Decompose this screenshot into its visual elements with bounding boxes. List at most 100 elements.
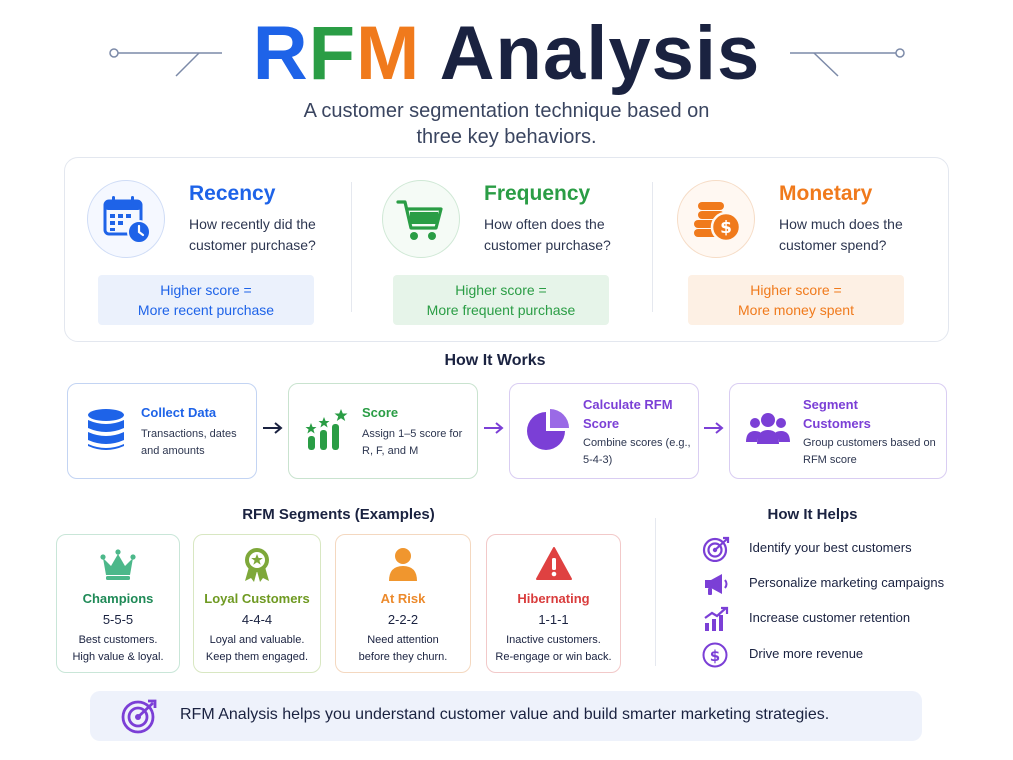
summary-banner: RFM Analysis helps you understand custom… (90, 691, 922, 741)
title-letter-m: M (356, 11, 421, 96)
benefit-text: Identify your best customers (749, 540, 912, 555)
monetary-icon-circle: $ (677, 180, 755, 258)
segment-description-line-2: before they churn. (358, 651, 448, 663)
segment-description-line-1: Loyal and valuable. (209, 634, 305, 646)
frequency-score-line-2: More frequent purchase (426, 302, 576, 318)
frequency-icon-circle (382, 180, 460, 258)
rfm-dimensions-panel: Recency How recently did the customer pu… (64, 157, 949, 342)
segment-card-loyal-customers: Loyal Customers 4-4-4 Loyal and valuable… (193, 534, 321, 673)
benefit-text: Drive more revenue (749, 646, 864, 661)
frequency-card: Frequency How often does the customer pu… (360, 158, 655, 343)
segment-description-line-2: Re-engage or win back. (495, 651, 612, 663)
recency-score-note: Higher score = More recent purchase (98, 275, 314, 325)
decorative-line-right (790, 48, 905, 77)
step-description: Combine scores (e.g., 5-4-3) (583, 437, 691, 466)
how-it-works-heading: How It Works (444, 352, 546, 369)
rfm-segments-heading: RFM Segments (Examples) (242, 506, 435, 523)
step-title: Segment Customers (803, 397, 871, 431)
segment-description-line-1: Inactive customers. (506, 634, 601, 646)
coins-dollar-icon: $ (694, 202, 742, 243)
segment-code: 5-5-5 (102, 612, 134, 627)
segment-code: 1-1-1 (538, 612, 569, 627)
segment-description: Best customers. High value & loyal. (57, 632, 179, 666)
dollar-circle-icon: $ (702, 642, 728, 668)
step-segment-customers: Segment Customers Group customers based … (729, 383, 947, 479)
subtitle-line-2: three key behaviors. (416, 126, 597, 148)
segment-name: Champions (82, 591, 154, 606)
recency-card: Recency How recently did the customer pu… (65, 158, 360, 343)
step-title: Calculate RFM Score (583, 397, 673, 431)
shopping-cart-icon (396, 200, 443, 240)
person-icon (389, 548, 417, 581)
crown-icon (100, 549, 136, 580)
segment-description-line-1: Need attention (367, 634, 439, 646)
segment-card-champions: Champions 5-5-5 Best customers. High val… (56, 534, 180, 673)
calendar-clock-icon (103, 196, 151, 244)
segment-name: Hibernating (517, 591, 590, 606)
title-letter-f: F (308, 11, 357, 96)
growth-chart-icon (704, 606, 729, 631)
monetary-score-note: Higher score = More money spent (688, 275, 904, 325)
database-icon (88, 409, 124, 450)
svg-text:$: $ (720, 218, 732, 238)
step-score: Score Assign 1–5 score for R, F, and M (288, 383, 478, 479)
step-collect-data: Collect Data Transactions, dates and amo… (67, 383, 257, 479)
arrow-right-icon (704, 422, 724, 434)
megaphone-icon (705, 574, 728, 595)
frequency-title: Frequency (484, 182, 591, 205)
segment-name: At Risk (380, 591, 426, 606)
rising-bars-stars-icon (305, 409, 348, 450)
segment-card-hibernating: Hibernating 1-1-1 Inactive customers. Re… (486, 534, 621, 673)
page-title: RFM Analysis (0, 8, 1013, 100)
subtitle-line-1: A customer segmentation technique based … (303, 100, 710, 122)
frequency-question: How often does the customer purchase? (484, 216, 611, 253)
benefit-item: Personalize marketing campaigns (702, 571, 982, 597)
step-description: Group customers based on RFM score (803, 437, 936, 466)
target-icon (702, 536, 730, 562)
step-title: Score (362, 405, 399, 420)
segment-code: 2-2-2 (387, 612, 419, 627)
divider (351, 182, 352, 312)
target-arrow-icon (121, 699, 157, 734)
arrow-right-icon (263, 422, 283, 434)
benefit-item: $ Drive more revenue (702, 642, 982, 668)
frequency-score-line-1: Higher score = (455, 282, 547, 298)
recency-title: Recency (189, 182, 276, 205)
page-subtitle: A customer segmentation technique based … (0, 98, 1013, 150)
segment-name: Loyal Customers (204, 591, 310, 606)
monetary-question: How much does the customer spend? (779, 216, 903, 253)
monetary-score-line-2: More money spent (738, 302, 854, 318)
benefit-text: Personalize marketing campaigns (749, 575, 945, 590)
benefit-item: Identify your best customers (702, 536, 982, 562)
segment-description: Inactive customers. Re-engage or win bac… (487, 632, 620, 666)
monetary-title: Monetary (779, 182, 873, 205)
arrow-right-icon (484, 422, 504, 434)
how-it-helps-heading: How It Helps (767, 506, 858, 523)
monetary-score-line-1: Higher score = (750, 282, 842, 298)
recency-icon-circle (87, 180, 165, 258)
monetary-card: $ Monetary How much does the customer sp… (655, 158, 950, 343)
divider (655, 518, 656, 666)
step-description: Transactions, dates and amounts (141, 428, 237, 457)
segment-description-line-2: Keep them engaged. (205, 651, 309, 663)
frequency-score-note: Higher score = More frequent purchase (393, 275, 609, 325)
segment-description-line-2: High value & loyal. (72, 651, 164, 663)
benefit-item: Increase customer retention (702, 606, 982, 632)
title-word-analysis: Analysis (420, 11, 761, 96)
pie-chart-icon (527, 409, 569, 450)
step-title: Collect Data (141, 405, 217, 420)
segment-description: Loyal and valuable. Keep them engaged. (194, 632, 320, 666)
warning-icon (535, 547, 572, 580)
svg-text:$: $ (710, 647, 720, 665)
recency-question: How recently did the customer purchase? (189, 216, 316, 253)
divider (652, 182, 653, 312)
step-calculate-rfm-score: Calculate RFM Score Combine scores (e.g.… (509, 383, 699, 479)
title-letter-r: R (252, 11, 309, 96)
segment-description-line-1: Best customers. (78, 634, 158, 646)
segment-card-at-risk: At Risk 2-2-2 Need attention before they… (335, 534, 471, 673)
award-badge-icon (245, 548, 269, 582)
segment-description: Need attention before they churn. (336, 632, 470, 666)
benefit-text: Increase customer retention (749, 610, 911, 625)
segment-code: 4-4-4 (241, 612, 273, 627)
user-group-icon (746, 413, 790, 444)
